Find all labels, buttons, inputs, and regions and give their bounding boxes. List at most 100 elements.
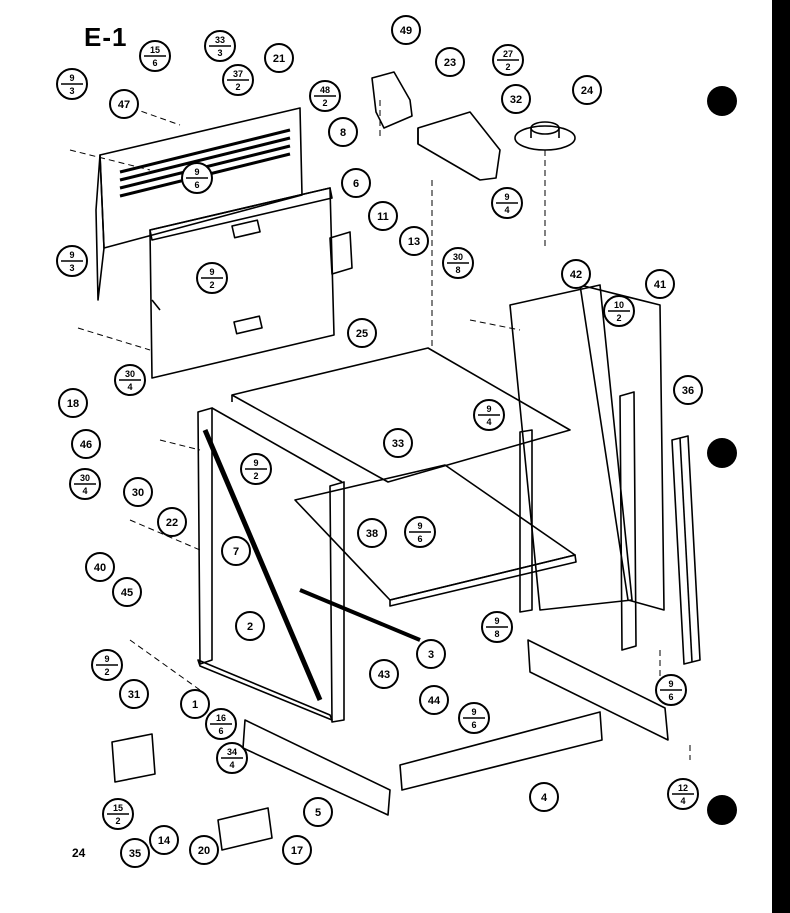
fraction-numerator: 9	[209, 267, 214, 277]
fraction-callout: 96	[655, 674, 687, 706]
callout-label: 45	[121, 587, 133, 599]
fraction-denominator: 4	[504, 205, 509, 215]
callout-label: 5	[315, 807, 321, 819]
callout-42: 42	[561, 259, 591, 289]
fraction-denominator: 6	[218, 726, 223, 736]
fraction-numerator: 15	[150, 45, 160, 55]
fraction-denominator: 2	[505, 62, 510, 72]
top-bracket-part	[417, 111, 501, 181]
fraction-callout: 152	[102, 798, 134, 830]
callout-label: 14	[158, 835, 171, 847]
kick-plate-part	[242, 639, 669, 816]
fraction-callout: 372	[222, 64, 254, 96]
diagram-title: E-1	[84, 22, 128, 52]
callout-41: 41	[645, 269, 675, 299]
fraction-denominator: 2	[104, 667, 109, 677]
callout-label: 18	[67, 398, 79, 410]
callout-label: 30	[132, 487, 144, 499]
callout-17: 17	[282, 835, 312, 865]
binder-hole-top	[707, 86, 737, 116]
fraction-numerator: 9	[69, 250, 74, 260]
fraction-numerator: 9	[668, 679, 673, 689]
fraction-callout: 272	[492, 44, 524, 76]
fraction-denominator: 4	[127, 382, 132, 392]
fraction-denominator: 2	[322, 98, 327, 108]
callout-label: 22	[166, 517, 178, 529]
callout-label: 2	[247, 621, 253, 633]
callout-label: 25	[356, 328, 368, 340]
fraction-denominator: 3	[69, 86, 74, 96]
fraction-denominator: 6	[668, 692, 673, 702]
fraction-callout: 333	[204, 30, 236, 62]
callout-label: 43	[378, 669, 390, 681]
fraction-numerator: 9	[417, 521, 422, 531]
rear-panel-part	[95, 107, 303, 301]
fraction-denominator: 8	[494, 629, 499, 639]
fraction-denominator: 6	[194, 180, 199, 190]
fraction-denominator: 2	[115, 816, 120, 826]
callout-22: 22	[157, 507, 187, 537]
callout-45: 45	[112, 577, 142, 607]
fraction-numerator: 9	[504, 192, 509, 202]
fraction-denominator: 3	[217, 48, 222, 58]
knob-part	[514, 121, 576, 151]
callout-20: 20	[189, 835, 219, 865]
leader-lines	[69, 100, 691, 760]
fraction-numerator: 37	[233, 69, 243, 79]
callout-label: 36	[682, 385, 694, 397]
fraction-numerator: 9	[253, 458, 258, 468]
callout-label: 21	[273, 53, 285, 65]
fraction-callout: 166	[205, 708, 237, 740]
fraction-denominator: 6	[471, 720, 476, 730]
fraction-callout: 102	[603, 295, 635, 327]
fraction-numerator: 9	[104, 654, 109, 664]
fraction-numerator: 34	[227, 747, 237, 757]
callout-11: 11	[368, 201, 398, 231]
fraction-callout: 94	[491, 187, 523, 219]
callout-3: 3	[416, 639, 446, 669]
fraction-numerator: 27	[503, 49, 513, 59]
fraction-callout: 124	[667, 778, 699, 810]
binder-hole-bottom	[707, 795, 737, 825]
fraction-numerator: 9	[471, 707, 476, 717]
callout-label: 35	[129, 848, 141, 860]
fraction-callout: 344	[216, 742, 248, 774]
fraction-numerator: 9	[194, 167, 199, 177]
binding-edge	[772, 0, 790, 913]
callout-label: 24	[581, 85, 594, 97]
fraction-callout: 308	[442, 247, 474, 279]
callout-label: 7	[233, 546, 239, 558]
mounting-bracket-part	[217, 807, 273, 851]
callout-38: 38	[357, 518, 387, 548]
fraction-callout: 92	[240, 453, 272, 485]
callout-2: 2	[235, 611, 265, 641]
fraction-numerator: 16	[216, 713, 226, 723]
cabinet-frame-part	[197, 391, 637, 723]
fraction-denominator: 4	[82, 486, 87, 496]
callout-36: 36	[673, 375, 703, 405]
fraction-callout: 93	[56, 245, 88, 277]
fraction-denominator: 4	[680, 796, 685, 806]
fraction-denominator: 2	[209, 280, 214, 290]
callout-6: 6	[341, 168, 371, 198]
binder-hole-middle	[707, 438, 737, 468]
callout-33: 33	[383, 428, 413, 458]
fraction-numerator: 9	[494, 616, 499, 626]
fraction-denominator: 6	[152, 58, 157, 68]
fraction-callout: 92	[91, 649, 123, 681]
fraction-numerator: 33	[215, 35, 225, 45]
fraction-numerator: 10	[614, 300, 624, 310]
callout-label: 47	[118, 99, 130, 111]
callout-label: 42	[570, 269, 582, 281]
callout-label: 11	[377, 211, 389, 223]
callout-label: 23	[444, 57, 456, 69]
back-plate-part	[149, 187, 335, 379]
callout-46: 46	[71, 429, 101, 459]
fraction-numerator: 30	[453, 252, 463, 262]
lower-shelf-part	[294, 464, 577, 607]
hinge-part	[371, 71, 413, 129]
callout-label: 33	[392, 438, 404, 450]
callout-43: 43	[369, 659, 399, 689]
